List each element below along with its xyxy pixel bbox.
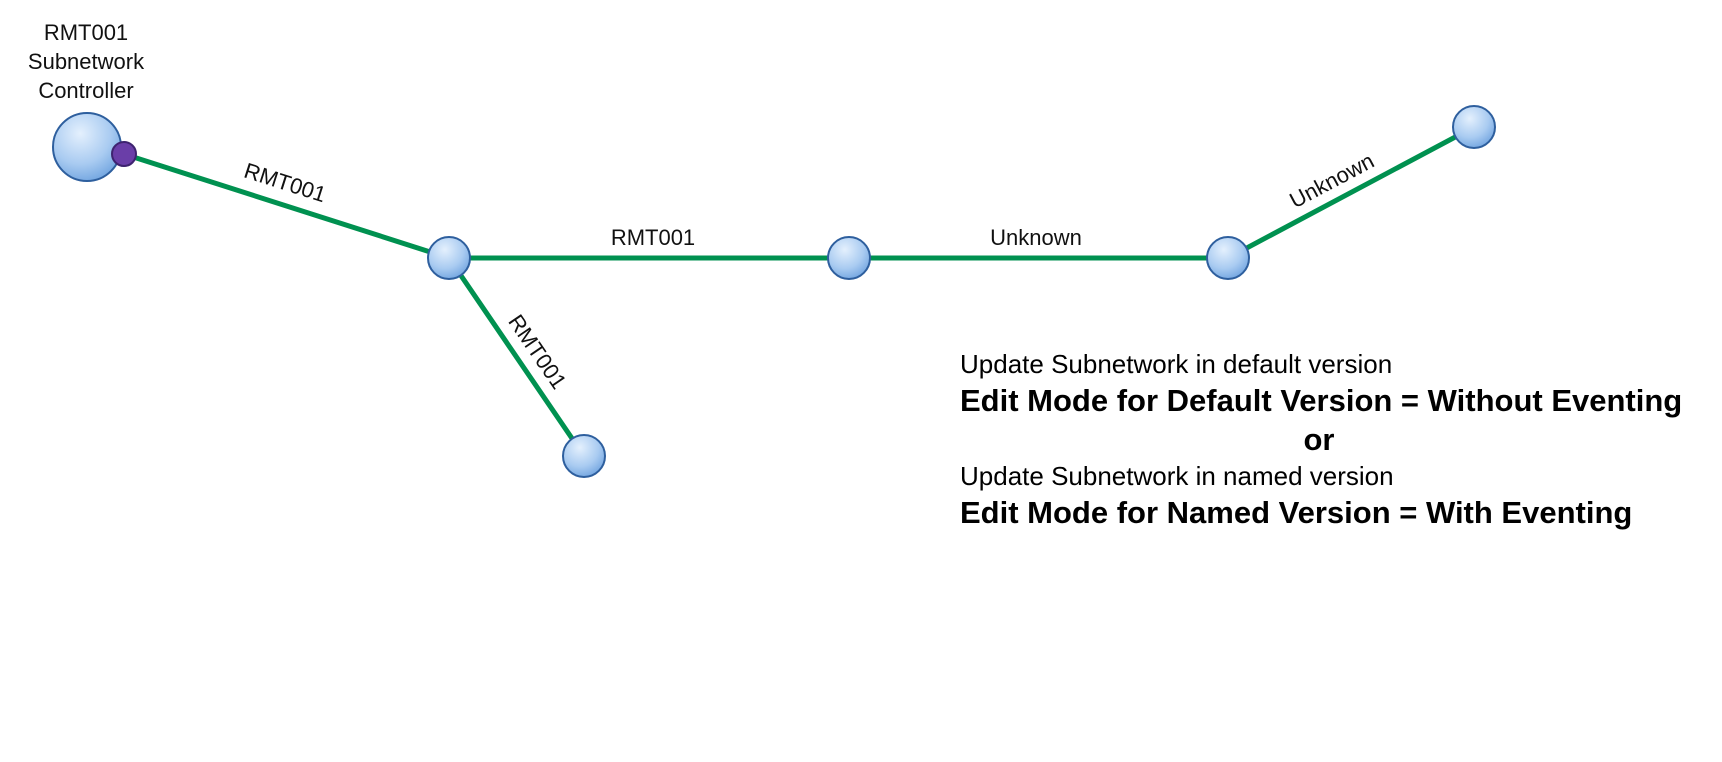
- edit-mode-info: Update Subnetwork in default version Edi…: [960, 347, 1710, 533]
- edge-label-hub-mid: RMT001: [611, 225, 695, 250]
- default-version-caption: Update Subnetwork in default version: [960, 349, 1393, 379]
- edge-lines: [121, 124, 1477, 459]
- node-bottom[interactable]: [562, 434, 606, 478]
- node-top-right[interactable]: [1452, 105, 1496, 149]
- edge-hub-to-bottom[interactable]: [446, 255, 587, 459]
- controller-label-line-2: Subnetwork: [27, 49, 145, 74]
- node-middle[interactable]: [827, 236, 871, 280]
- subnetwork-controller-dot[interactable]: [111, 141, 137, 167]
- controller-label: RMT001 Subnetwork Controller: [0, 18, 172, 105]
- named-version-edit-mode: Edit Mode for Named Version = With Event…: [960, 495, 1633, 530]
- controller-node[interactable]: [52, 112, 122, 182]
- named-version-caption: Update Subnetwork in named version: [960, 461, 1394, 491]
- default-version-edit-mode: Edit Mode for Default Version = Without …: [960, 383, 1683, 418]
- edge-right-to-top-right[interactable]: [1225, 124, 1477, 261]
- controller-label-line-1: RMT001: [43, 20, 129, 45]
- edge-label-controller-hub: RMT001: [241, 158, 329, 207]
- edge-label-mid-right: Unknown: [990, 225, 1082, 250]
- node-right[interactable]: [1206, 236, 1250, 280]
- edge-controller-to-hub[interactable]: [121, 151, 452, 261]
- node-hub[interactable]: [427, 236, 471, 280]
- controller-label-line-3: Controller: [38, 78, 134, 103]
- or-separator: or: [1303, 422, 1335, 457]
- nodes: [52, 105, 1496, 478]
